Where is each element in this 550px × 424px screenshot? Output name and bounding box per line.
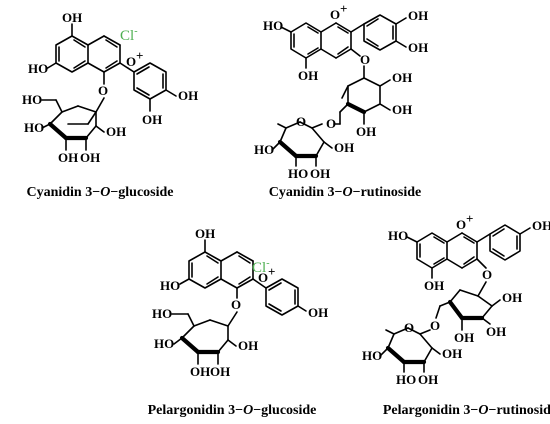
label-ho: HO (154, 336, 174, 351)
label-oh: OH (142, 112, 162, 127)
label-oh: OH (238, 338, 258, 353)
label-ho: HO (388, 228, 408, 243)
label-ho: HO (396, 372, 416, 387)
label-oh: OH (190, 364, 210, 379)
label-oh: OH (308, 305, 328, 320)
label-ho: HO (160, 278, 180, 293)
label-o: O (98, 83, 108, 98)
structure-pelargonidin-rutinoside (379, 224, 531, 373)
label-oh: OH (454, 330, 474, 345)
label-oh: OH (334, 140, 354, 155)
label-oh: OH (408, 8, 428, 23)
label-oh: OH (392, 70, 412, 85)
label-oh: OH (532, 218, 550, 233)
label-oh: OH (356, 124, 376, 139)
label-oh: OH (486, 324, 506, 339)
label-oh: OH (408, 40, 428, 55)
label-o-plus: O (126, 54, 136, 69)
label-plus: + (340, 1, 347, 16)
label-plus: + (136, 48, 143, 63)
atom-labels-cyanidin-glucoside: OH HO O O + OH OH HO HO OH OH OH Cl- (22, 10, 198, 165)
label-oh: OH (442, 346, 462, 361)
structure-cyanidin-rutinoside (271, 14, 407, 167)
label-oh: OH (195, 226, 215, 241)
label-plus: + (466, 211, 473, 226)
label-oh: OH (62, 10, 82, 25)
label-oh: OH (310, 166, 330, 181)
label-ho: HO (24, 120, 44, 135)
label-oh: OH (418, 372, 438, 387)
label-o: O (231, 297, 241, 312)
label-ho: HO (152, 306, 172, 321)
label-oh: OH (178, 88, 198, 103)
label-o: O (404, 320, 414, 335)
caption-cyanidin-rutinoside: Cyanidin 3−O−rutinoside (269, 185, 422, 200)
label-ho: HO (362, 348, 382, 363)
label-oh: OH (106, 124, 126, 139)
label-o: O (430, 318, 440, 333)
label-oh: OH (392, 102, 412, 117)
caption-pelargonidin-rutinoside: Pelargonidin 3−O−rutinoside (383, 403, 550, 418)
label-oh: OH (210, 364, 230, 379)
caption-pelargonidin-glucoside: Pelargonidin 3−O−glucoside (148, 403, 317, 418)
label-ho: HO (254, 142, 274, 157)
label-ho: HO (263, 18, 283, 33)
label-oh: OH (424, 278, 444, 293)
label-ho: HO (288, 166, 308, 181)
chloride-label: Cl- (120, 26, 138, 44)
chloride-label: Cl- (252, 258, 270, 276)
atom-labels-cyanidin-rutinoside: HO OH O + OH OH O OH OH OH O O HO HO OH … (254, 1, 428, 181)
label-o: O (296, 114, 306, 129)
label-o: O (360, 52, 370, 67)
label-o-plus: O (456, 217, 466, 232)
label-o: O (482, 267, 492, 282)
label-oh: OH (80, 150, 100, 165)
caption-cyanidin-glucoside: Cyanidin 3−O−glucoside (26, 185, 173, 200)
atom-labels-pelargonidin-rutinoside: HO OH O + OH O OH OH OH O O HO HO OH OH (362, 211, 550, 387)
atom-labels-pelargonidin-glucoside: OH HO O O + OH HO HO OH OH OH Cl- (152, 226, 328, 379)
label-o-plus: O (330, 7, 340, 22)
label-oh: OH (58, 150, 78, 165)
label-o-plus: O (258, 270, 268, 285)
structure-pelargonidin-glucoside (171, 239, 307, 365)
label-ho: HO (22, 92, 42, 107)
label-oh: OH (502, 290, 522, 305)
structure-cyanidin-glucoside (41, 23, 177, 151)
label-plus: + (268, 264, 275, 279)
label-ho: HO (28, 61, 48, 76)
label-oh: OH (298, 68, 318, 83)
label-o: O (326, 116, 336, 131)
